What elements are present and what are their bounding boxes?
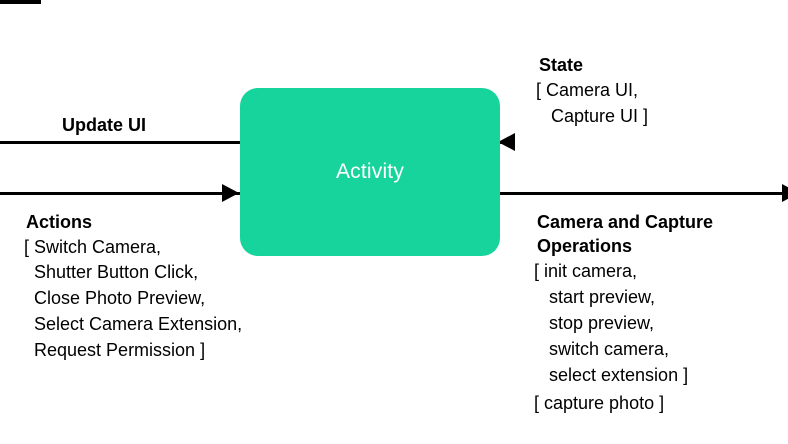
update-ui-label: Update UI — [62, 115, 147, 135]
camera-operations-item: stop preview, — [534, 313, 655, 333]
state-heading: State — [539, 55, 584, 75]
actions-item: Select Camera Extension, — [24, 314, 243, 334]
actions-item: Close Photo Preview, — [24, 288, 206, 308]
activity-node[interactable]: Activity — [240, 88, 500, 256]
camera-operations-heading-line1: Camera and Capture — [537, 212, 714, 232]
state-item: Capture UI ] — [536, 106, 649, 126]
top-left-marker — [0, 0, 41, 4]
activity-node-label: Activity — [335, 160, 405, 183]
actions-item: [ Switch Camera, — [24, 237, 162, 257]
camera-operations-item: select extension ] — [534, 365, 689, 385]
camera-operations-item: start preview, — [534, 287, 656, 307]
actions-arrowhead-icon — [222, 184, 239, 202]
camera-operations-heading-line2: Operations — [537, 236, 633, 256]
state-item: [ Camera UI, — [536, 80, 639, 100]
actions-heading: Actions — [26, 212, 93, 232]
actions-item: Shutter Button Click, — [24, 262, 199, 282]
camera-operations-item: [ init camera, — [534, 261, 638, 281]
camera-operations-item: switch camera, — [534, 339, 670, 359]
operations-arrowhead-icon — [782, 184, 788, 202]
state-arrowhead-icon — [498, 133, 515, 151]
camera-operations-item: [ capture photo ] — [534, 393, 665, 413]
actions-item: Request Permission ] — [24, 340, 206, 360]
